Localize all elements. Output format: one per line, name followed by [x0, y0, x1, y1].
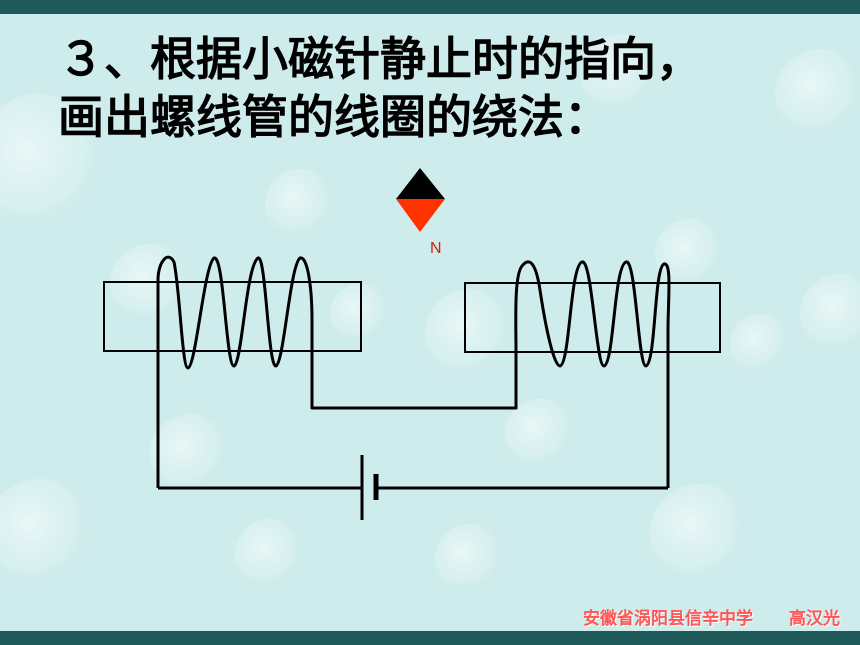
bottom-border-bar [0, 631, 860, 645]
right-solenoid-core [464, 282, 721, 353]
right-coil [514, 260, 671, 488]
compass-needle [396, 168, 445, 232]
needle-north-half [396, 199, 445, 232]
title-line-1: ３、根据小磁针静止时的指向， [58, 32, 702, 86]
footer-author: 高汉光 [789, 609, 840, 629]
needle-south-half [396, 168, 445, 199]
left-solenoid-core [103, 281, 362, 352]
footer-credit: 安徽省涡阳县信辛中学 高汉光 [583, 604, 840, 629]
background-bubbles [0, 34, 860, 594]
title-line-2: 画出螺线管的线圈的绕法： [58, 90, 610, 144]
left-coil [156, 255, 518, 488]
footer-school: 安徽省涡阳县信辛中学 [583, 609, 753, 629]
top-border-bar [0, 0, 860, 14]
needle-north-label: N [430, 240, 442, 257]
question-title: ３、根据小磁针静止时的指向， 画出螺线管的线圈的绕法： [58, 30, 838, 146]
